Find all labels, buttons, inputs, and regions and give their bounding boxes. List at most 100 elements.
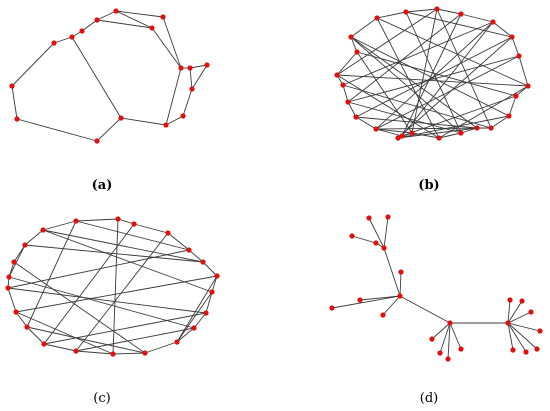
graph-node	[204, 62, 210, 68]
graph-node	[506, 113, 512, 119]
graph-node	[24, 324, 30, 330]
graph-edge	[347, 13, 462, 103]
graph-node	[445, 356, 451, 362]
graph-node	[160, 14, 166, 20]
graph-edge	[399, 271, 402, 297]
graph-edge	[490, 115, 510, 129]
graph-edge	[205, 291, 213, 314]
graph-node	[94, 138, 100, 144]
graph-edge	[355, 116, 478, 129]
graph-node	[397, 293, 403, 299]
graph-edge	[120, 117, 167, 126]
graph-node	[523, 349, 529, 355]
graph-edge	[176, 291, 213, 343]
graph-node	[113, 8, 119, 14]
graph-node	[458, 11, 464, 17]
graph-edge	[75, 232, 169, 352]
graph-node	[345, 99, 351, 105]
graph-edge	[7, 249, 190, 289]
graph-node	[40, 227, 46, 233]
graph-edge	[507, 322, 541, 332]
graph-edge	[211, 275, 218, 293]
graph-node	[374, 15, 380, 21]
graph-edge	[165, 67, 182, 126]
graph-edge	[507, 300, 523, 324]
graph-node	[69, 34, 75, 40]
graph-edge	[507, 322, 514, 351]
graph-edge	[71, 36, 122, 119]
graph-edge	[350, 36, 462, 134]
graph-edge	[347, 55, 520, 103]
graph-node	[209, 289, 215, 295]
graph-edge	[167, 232, 190, 251]
graph-edge	[405, 11, 462, 134]
graph-edge	[405, 8, 438, 13]
graph-node	[349, 233, 355, 239]
graph-edge	[176, 327, 195, 343]
graph-node	[79, 28, 85, 34]
graph-node	[174, 339, 180, 345]
graph-node	[9, 83, 15, 89]
graph-edge	[189, 67, 193, 90]
graph-node	[434, 6, 440, 12]
graph-edge	[507, 322, 527, 353]
graph-edge	[115, 10, 153, 29]
graph-node	[357, 297, 363, 303]
graph-node	[131, 221, 137, 227]
graph-node	[73, 218, 79, 224]
graph-node	[507, 297, 513, 303]
graph-node	[115, 216, 121, 222]
graph-edge	[112, 352, 146, 355]
graph-node	[458, 346, 464, 352]
graph-edge	[162, 16, 182, 69]
graph-node	[519, 298, 525, 304]
graph-edge	[15, 275, 218, 313]
graph-edge	[43, 343, 77, 352]
caption-a: (a)	[91, 178, 113, 193]
graph-node	[22, 242, 28, 248]
graph-edge	[355, 116, 377, 130]
graph-edge	[518, 55, 529, 87]
graph-edge	[447, 322, 451, 360]
graph-edge	[515, 85, 529, 97]
graph-edge	[176, 275, 218, 343]
graph-node	[214, 273, 220, 279]
graph-edge	[382, 295, 401, 316]
graph-node	[409, 130, 415, 136]
graph-edge	[376, 17, 529, 87]
graph-node	[118, 115, 124, 121]
graph-edge	[43, 223, 135, 345]
graph-edge	[96, 117, 122, 142]
graph-edge	[411, 8, 438, 134]
graph-edge	[191, 64, 208, 90]
graph-panel-d	[329, 214, 543, 362]
graph-node	[398, 269, 404, 275]
graph-panel-a	[9, 8, 210, 144]
caption-b: (b)	[418, 178, 440, 193]
graph-node	[348, 34, 354, 40]
graph-node	[189, 86, 195, 92]
graph-edge	[75, 218, 119, 222]
graph-edge	[411, 132, 440, 139]
graph-edge	[189, 64, 208, 69]
graph-edge	[405, 11, 513, 38]
graph-edge	[42, 220, 77, 231]
graph-node	[73, 348, 79, 354]
graph-edge	[356, 51, 517, 97]
graph-edge	[507, 322, 538, 350]
graph-edge	[11, 85, 18, 120]
graph-node	[11, 259, 17, 265]
graph-edge	[347, 101, 462, 134]
graph-node	[458, 130, 464, 136]
graph-edge	[508, 95, 517, 117]
graph-edge	[359, 295, 401, 301]
graph-edge	[182, 88, 193, 117]
graph-edge	[439, 322, 451, 354]
graph-node	[329, 305, 335, 311]
graph-edge	[507, 299, 511, 324]
graph-edge	[96, 10, 117, 21]
graph-node	[353, 114, 359, 120]
graph-node	[395, 135, 401, 141]
graph-node	[399, 133, 405, 139]
graph-node	[178, 65, 184, 71]
